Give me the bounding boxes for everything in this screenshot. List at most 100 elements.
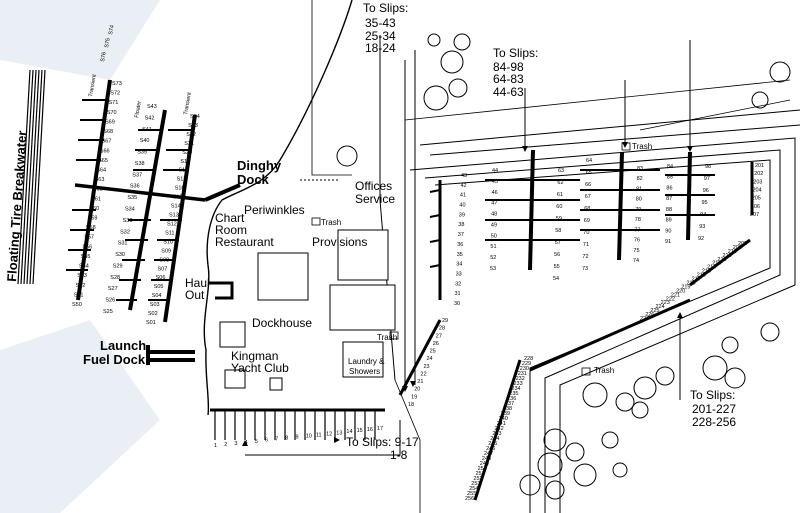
slip-label: S69 [105, 119, 115, 125]
dinghy-dock-label-2: Dock [237, 172, 270, 187]
yacht-club-label: Yacht Club [231, 361, 289, 375]
slip-label: 240 [499, 416, 508, 422]
slip-label: 230 [520, 366, 529, 372]
slip-label: S14 [171, 204, 181, 210]
slip-label: 247 [484, 451, 493, 457]
slip-label: 48 [491, 212, 497, 218]
slip-label: S20 [182, 150, 192, 156]
slip-label: S41 [142, 127, 152, 133]
slip-label: 40 [459, 203, 465, 209]
slip-label: 253 [471, 481, 480, 487]
slip-label: S15 [173, 195, 183, 201]
slip-label: S36 [130, 184, 140, 190]
periwinkles-label: Periwinkles [244, 203, 305, 217]
slip-label: 45 [492, 179, 498, 185]
slip-label: 87 [666, 196, 672, 202]
provisions-label: Provisions [312, 235, 367, 249]
slip-label: 37 [458, 232, 464, 238]
slip-label: S37 [132, 172, 142, 178]
slip-label: 96 [703, 188, 709, 194]
slip-label: 32 [455, 281, 461, 287]
bottom-slip-ticks [214, 410, 376, 440]
service-label: Service [355, 192, 395, 206]
slip-label: S52 [76, 283, 86, 289]
slip-label: 16 [367, 427, 373, 433]
slip-label: 251 [476, 471, 485, 477]
slip-label: 71 [583, 242, 589, 248]
slip-label: 232 [516, 376, 525, 382]
slip-label: 233 [514, 381, 523, 387]
slip-label: 224 [656, 304, 665, 310]
slip-label: 66 [585, 182, 591, 188]
slip-label: S31 [118, 241, 128, 247]
road-lines [394, 79, 791, 513]
slip-label: 236 [507, 396, 516, 402]
building-provisions [337, 229, 389, 281]
slip-label: 39 [459, 212, 465, 218]
slip-label: 74 [633, 258, 639, 264]
dockhouse-label: Dockhouse [252, 316, 312, 330]
to-slips-top-title: To Slips: [363, 1, 408, 15]
slip-label: S53 [77, 273, 87, 279]
slip-label: S61 [91, 196, 101, 202]
slip-label: 207 [750, 212, 759, 218]
slip-label: 212 [717, 257, 726, 263]
slip-label: 218 [686, 281, 695, 287]
to-slips-top-2: 25-34 [365, 29, 396, 43]
slip-label: S09 [161, 248, 171, 254]
slip-label: 30 [454, 301, 460, 307]
slip-label: S70 [107, 110, 117, 116]
dock-tag: Transient [183, 91, 193, 115]
slip-label: 21 [417, 379, 423, 385]
slip-label: S73 [112, 81, 122, 87]
slip-label: 38 [458, 222, 464, 228]
slip-label: 244 [490, 436, 499, 442]
labels: Dinghy Dock Periwinkles Chart Room Resta… [83, 142, 652, 376]
building-laundry [342, 341, 384, 378]
shoreline-inner [311, 0, 352, 176]
to-slips-bottom-title: To Slips: 9-17 [346, 435, 419, 449]
slip-label: 64 [586, 158, 592, 164]
slip-label: 27 [436, 333, 442, 339]
slip-label: 4 [245, 440, 248, 446]
slip-label: S65 [98, 158, 108, 164]
slip-label: S72 [110, 91, 120, 97]
slip-label: 28 [439, 326, 445, 332]
slip-label: 245 [488, 441, 497, 447]
slip-label: S55 [81, 254, 91, 260]
slip-label: S18 [179, 168, 189, 174]
to-slips-mid-2: 64-83 [493, 72, 524, 86]
slip-label: 69 [584, 218, 590, 224]
slip-label: S27 [108, 286, 118, 292]
slip-label: 202 [754, 171, 763, 177]
dinghy-dock-label: Dinghy [237, 158, 282, 173]
slip-label: 223 [661, 300, 670, 306]
slip-label: 229 [522, 361, 531, 367]
slip-label: 9 [296, 435, 299, 441]
slip-label: S40 [140, 138, 150, 144]
slip-label: 238 [503, 406, 512, 412]
to-slips-mid-title: To Slips: [493, 46, 538, 60]
slip-label: 8 [285, 436, 288, 442]
dock-tag: Floater [134, 100, 143, 118]
slip-label: S04 [152, 293, 162, 299]
slip-label: S11 [165, 230, 174, 236]
to-slips-right-1: 201-227 [692, 402, 736, 416]
slip-label: 60 [556, 204, 562, 210]
launch-label: Launch [100, 338, 146, 353]
slip-label: 215 [702, 269, 711, 275]
slip-label: S68 [103, 129, 113, 135]
slip-label: 255 [467, 491, 476, 497]
building-large [329, 284, 396, 331]
slip-label: 88 [666, 207, 672, 213]
slip-numbers: S73S72S71S70S69S68S67S66S65S64S63S62S61S… [72, 25, 764, 502]
slip-label: 20 [414, 387, 420, 393]
slip-label: S30 [115, 252, 125, 258]
to-slips-right-2: 228-256 [692, 415, 736, 429]
to-slips-mid-3: 44-63 [493, 85, 524, 99]
background-watermark [0, 0, 160, 513]
slip-label: 90 [665, 228, 671, 234]
slip-label: 24 [427, 356, 433, 362]
slip-label: S19 [180, 159, 190, 165]
